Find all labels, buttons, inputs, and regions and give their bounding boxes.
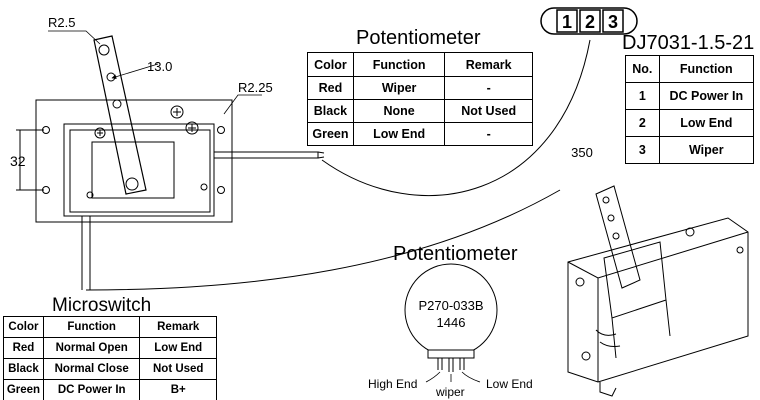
table-cell: - [444,122,533,146]
micro-hdr-function: Function [42,316,141,338]
table-cell: Green [307,122,354,146]
pin-1-label: 1 [562,12,572,32]
table-row: Red Normal Open Low End [3,337,217,359]
microswitch-table: Color Function Remark Red Normal Open Lo… [3,316,217,400]
screw-bottom [125,177,139,191]
table-cell: Black [307,99,354,123]
table-cell: Low End [658,109,755,137]
micro-cable [81,216,91,284]
pot-table-title: Potentiometer [356,27,481,49]
table-cell: Red [307,76,354,100]
iso-body-outline [567,217,749,383]
cable-length-label: 350 [571,145,593,160]
pot-part-drawing [404,263,498,383]
mount-hole-3 [217,126,225,134]
lever-hole-top [98,44,110,56]
micro-hdr-remark: Remark [139,316,217,338]
table-row: Green Low End - [307,122,533,146]
table-cell: Low End [352,122,446,146]
pot-low-label: Low End [486,377,533,391]
screw-mid [185,121,199,135]
mounting-plate [35,99,233,223]
table-cell: Black [3,358,44,380]
leader-r225 [223,94,262,115]
pin-hdr-function: Function [658,55,755,83]
table-cell: Red [3,337,44,359]
switch-isometric-view [567,185,749,397]
table-cell: Low End [139,337,217,359]
pot-terminal-high [437,358,443,370]
table-row: Color Function Remark [3,316,217,338]
screw-left [94,127,106,139]
table-row: 1 DC Power In [625,82,755,110]
table-cell: 3 [625,136,660,164]
cable-micro-curve [85,189,561,291]
pot-code-label: P270-033B [418,298,483,313]
table-cell: None [352,99,446,123]
cable-to-connector [321,39,591,197]
table-cell: Not Used [444,99,533,123]
table-cell: B+ [139,379,217,400]
table-row: No. Function [625,55,755,83]
connector-pin-2 [579,9,601,33]
connector-pin-1 [556,9,578,33]
connector: 1 2 3 [540,7,638,35]
pin-2-label: 2 [585,12,595,32]
dim-13-line [111,63,159,80]
pot-terminal-wiper [448,358,454,372]
lever-hole-low [112,99,122,109]
pot-part-title: Potentiometer [393,243,518,265]
pin-function-table: No. Function 1 DC Power In 2 Low End 3 W… [625,55,755,164]
pot-terminal-low [459,358,465,370]
dim-32-label: 32 [10,153,26,169]
pot-hdr-remark: Remark [444,52,533,77]
table-row: Green DC Power In B+ [3,379,217,400]
dim-13-label: 13.0 [147,59,172,74]
dim-32-line [16,129,44,191]
table-row: Red Wiper - [307,76,533,100]
iso-lever [595,185,641,289]
table-cell: 2 [625,109,660,137]
pin-3-label: 3 [608,12,618,32]
table-row: Black Normal Close Not Used [3,358,217,380]
table-cell: Not Used [139,358,217,380]
pot-cable [214,151,319,159]
pot-high-label: High End [368,377,417,391]
dim-r25-label: R2.5 [48,15,75,30]
switch-front-view [16,30,325,290]
micro-hdr-color: Color [3,316,44,338]
table-row: 3 Wiper [625,136,755,164]
lever-hole-mid [106,72,116,82]
table-row: Color Function Remark [307,52,533,77]
table-cell: Normal Close [42,358,141,380]
table-cell: Normal Open [42,337,141,359]
connector-pin-3 [602,9,624,33]
lever-arm [93,35,147,195]
pot-hdr-color: Color [307,52,354,77]
table-cell: Wiper [352,76,446,100]
table-row: Black None Not Used [307,99,533,123]
leader-r25 [48,30,101,45]
pot-num-label: 1446 [437,315,466,330]
micro-table-title: Microswitch [52,295,152,316]
table-cell: - [444,76,533,100]
switch-window [91,141,175,199]
part-number: DJ7031-1.5-21 [622,32,755,54]
mount-hole-4 [217,186,225,194]
table-cell: DC Power In [658,82,755,110]
switch-body [63,123,215,217]
table-row: 2 Low End [625,109,755,137]
table-cell: Green [3,379,44,400]
dim-r225-label: R2.25 [238,80,273,95]
pot-wiper-label: wiper [435,385,465,399]
screw-right [170,105,184,119]
table-cell: Wiper [658,136,755,164]
table-cell: 1 [625,82,660,110]
table-cell: DC Power In [42,379,141,400]
pot-hdr-function: Function [352,52,446,77]
pot-wire-table: Color Function Remark Red Wiper - Black … [307,52,533,146]
pin-hdr-no: No. [625,55,660,83]
